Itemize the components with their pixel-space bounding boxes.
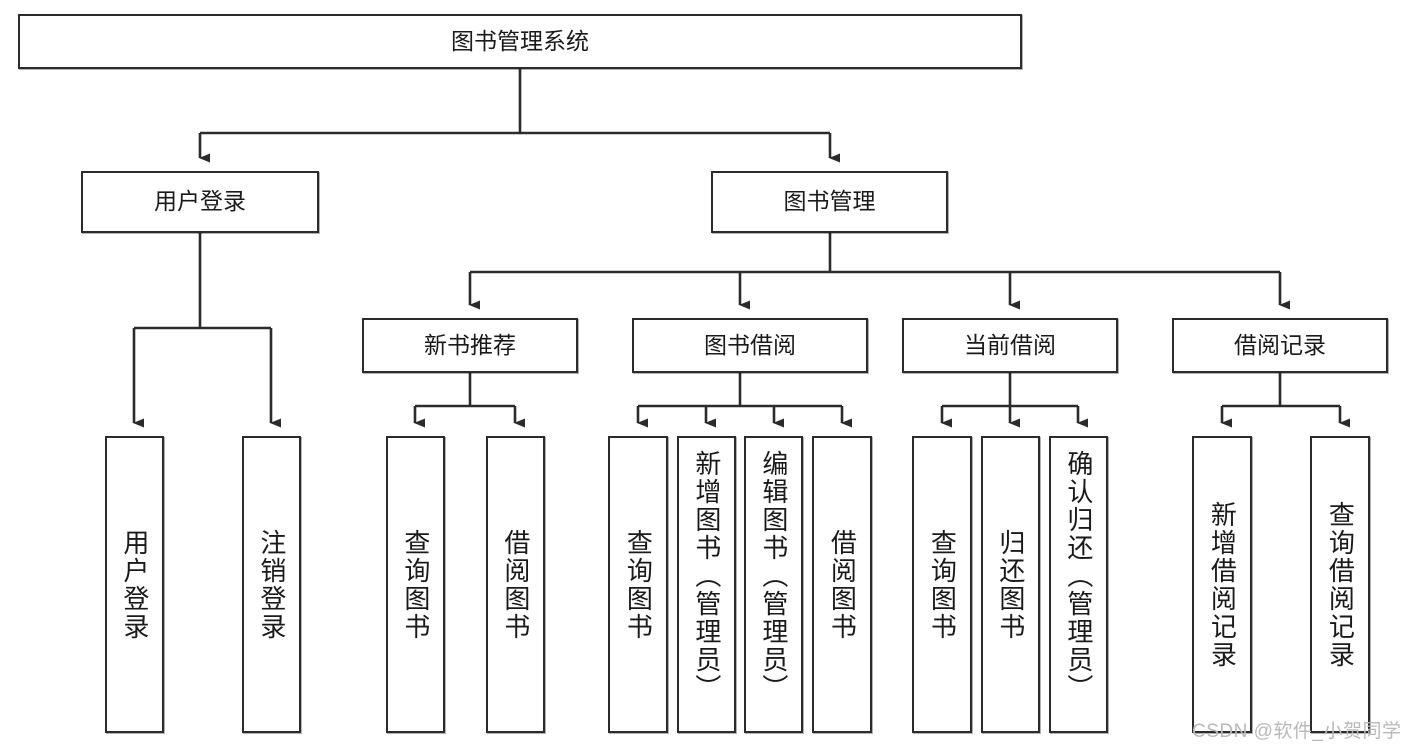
node-leaf-borrow-book-rec[interactable]: 借阅图书	[486, 436, 545, 733]
node-leaf-add-book-label: 新增图书（管理员）	[691, 450, 722, 702]
node-current-borrow[interactable]: 当前借阅	[902, 318, 1118, 373]
node-leaf-user-login-label: 用户登录	[119, 528, 150, 641]
node-leaf-user-login[interactable]: 用户登录	[105, 436, 164, 733]
node-leaf-borrow-book-b[interactable]: 借阅图书	[812, 436, 872, 733]
node-borrow-record[interactable]: 借阅记录	[1172, 318, 1388, 373]
node-book-borrow-label: 图书借阅	[704, 331, 796, 358]
node-current-borrow-label: 当前借阅	[964, 331, 1056, 358]
node-leaf-return-book[interactable]: 归还图书	[981, 436, 1040, 733]
node-book-borrow[interactable]: 图书借阅	[632, 318, 868, 373]
node-leaf-add-book[interactable]: 新增图书（管理员）	[677, 436, 736, 733]
node-leaf-logout-label: 注销登录	[256, 528, 287, 641]
node-leaf-edit-book-label: 编辑图书（管理员）	[758, 450, 789, 702]
node-leaf-add-record-label: 新增借阅记录	[1207, 500, 1238, 669]
node-leaf-edit-book[interactable]: 编辑图书（管理员）	[744, 436, 803, 733]
node-new-book-rec[interactable]: 新书推荐	[362, 318, 578, 373]
node-leaf-borrow-book-b-label: 借阅图书	[827, 528, 858, 641]
node-root-label: 图书管理系统	[451, 27, 589, 54]
node-leaf-return-book-label: 归还图书	[995, 528, 1026, 641]
node-book-manage[interactable]: 图书管理	[711, 171, 948, 233]
node-leaf-confirm-return-label: 确认归还（管理员）	[1063, 450, 1094, 702]
node-user-login[interactable]: 用户登录	[81, 171, 319, 233]
node-new-book-rec-label: 新书推荐	[424, 331, 516, 358]
node-leaf-query-book-c-label: 查询图书	[927, 528, 958, 641]
node-leaf-query-book-b[interactable]: 查询图书	[608, 436, 668, 733]
node-leaf-query-book-b-label: 查询图书	[623, 528, 654, 641]
node-leaf-logout[interactable]: 注销登录	[242, 436, 301, 733]
node-leaf-query-record-label: 查询借阅记录	[1325, 500, 1356, 669]
node-book-manage-label: 图书管理	[783, 188, 876, 215]
node-leaf-confirm-return[interactable]: 确认归还（管理员）	[1049, 436, 1108, 733]
node-root[interactable]: 图书管理系统	[18, 14, 1022, 69]
node-leaf-add-record[interactable]: 新增借阅记录	[1192, 436, 1252, 733]
node-borrow-record-label: 借阅记录	[1234, 331, 1326, 358]
node-leaf-query-book-rec-label: 查询图书	[400, 528, 431, 641]
node-leaf-borrow-book-rec-label: 借阅图书	[500, 528, 531, 641]
node-leaf-query-record[interactable]: 查询借阅记录	[1310, 436, 1370, 733]
node-leaf-query-book-rec[interactable]: 查询图书	[386, 436, 445, 733]
node-leaf-query-book-c[interactable]: 查询图书	[912, 436, 972, 733]
node-user-login-label: 用户登录	[154, 188, 246, 215]
csdn-watermark: CSDN @软件_小贺同学	[1192, 721, 1402, 742]
